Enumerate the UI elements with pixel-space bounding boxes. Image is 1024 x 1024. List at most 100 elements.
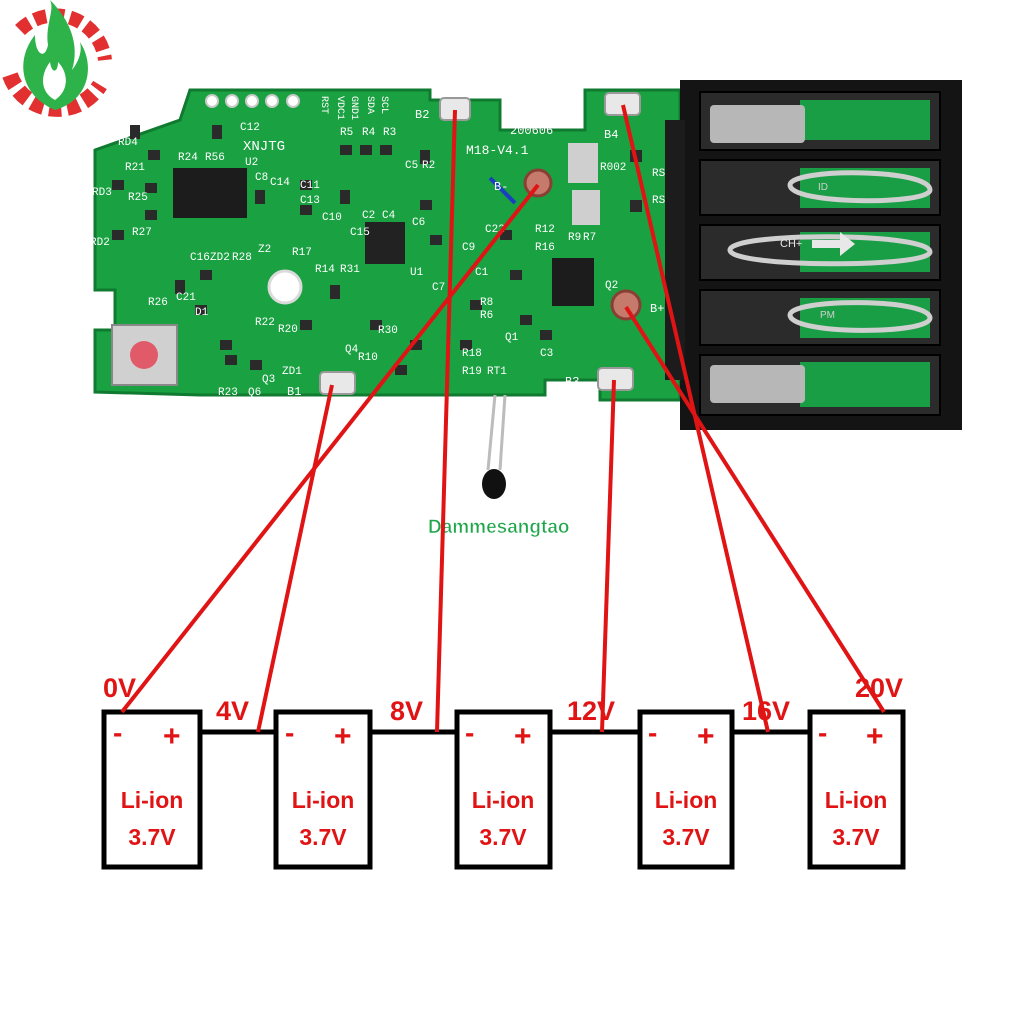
label-r12: R12 xyxy=(535,224,555,236)
node-label-0v: 0V xyxy=(103,673,136,703)
cell-5: - + Li-ion 3.7V xyxy=(807,709,906,870)
label-r13: R13 xyxy=(100,132,120,144)
label-c1: C1 xyxy=(475,267,489,279)
label-c9: C9 xyxy=(462,242,475,254)
label-r002: R002 xyxy=(600,162,626,174)
node-label-16v: 16V xyxy=(742,696,790,726)
node-label-12v: 12V xyxy=(567,696,615,726)
label-r28: R28 xyxy=(232,252,252,264)
thermistor-icon xyxy=(482,394,507,499)
balance-wires xyxy=(120,104,886,733)
label-q3: Q3 xyxy=(262,374,275,386)
label-zd2: ZD2 xyxy=(210,252,230,264)
cell-voltage-label: 3.7V xyxy=(832,824,880,850)
label-c13: C13 xyxy=(300,195,320,207)
label-sw1: SW1 xyxy=(92,304,112,316)
connector-label-ch-plus: CH+ xyxy=(780,238,802,250)
label-r10: R10 xyxy=(358,352,378,364)
label-r2: R2 xyxy=(422,160,435,172)
pad-b1-label: B1 xyxy=(287,385,301,399)
cell-type-label: Li-ion xyxy=(292,787,355,813)
board-model: M18-V4.1 xyxy=(466,143,529,158)
label-r7: R7 xyxy=(583,232,596,244)
watermark-text: Dammesangtao xyxy=(428,517,570,538)
label-rd2: RD2 xyxy=(90,237,110,249)
label-r23: R23 xyxy=(218,387,238,399)
label-c8: C8 xyxy=(255,172,268,184)
label-r5: R5 xyxy=(340,127,353,139)
arrow-icon xyxy=(812,232,855,256)
cell-minus-label: - xyxy=(648,717,657,748)
label-r31: R31 xyxy=(340,264,360,276)
pad-b4 xyxy=(604,92,641,116)
pin-label-rst: RST xyxy=(318,96,329,114)
label-r14: R14 xyxy=(315,264,335,276)
label-q2: Q2 xyxy=(605,280,618,292)
node-label-20v: 20V xyxy=(855,673,903,703)
cell-type-label: Li-ion xyxy=(472,787,535,813)
label-c11: C11 xyxy=(300,180,320,192)
label-r8: R8 xyxy=(480,297,493,309)
cell-voltage-label: 3.7V xyxy=(479,824,527,850)
pad-b-plus-label: B+ xyxy=(650,302,664,316)
cell-minus-label: - xyxy=(465,717,474,748)
label-d1: D1 xyxy=(195,307,209,319)
pad-b-minus-label: B- xyxy=(494,180,508,194)
label-r16: R16 xyxy=(535,242,555,254)
label-rd4: RD4 xyxy=(118,137,138,149)
label-r24: R24 xyxy=(178,152,198,164)
label-c7: C7 xyxy=(432,282,445,294)
label-r19: R19 xyxy=(462,366,482,378)
label-r20: R20 xyxy=(278,324,298,336)
label-r4: R4 xyxy=(362,127,376,139)
label-r56: R56 xyxy=(205,152,225,164)
label-r21: R21 xyxy=(125,162,145,174)
cell-4: - + Li-ion 3.7V xyxy=(637,709,735,870)
connector-label-id: ID xyxy=(818,182,828,193)
label-r27: R27 xyxy=(132,227,152,239)
label-rd3: RD3 xyxy=(92,187,112,199)
label-u1: U1 xyxy=(410,267,424,279)
label-r30: R30 xyxy=(378,325,398,337)
pad-b-minus xyxy=(523,168,553,198)
pad-b1 xyxy=(319,371,356,395)
label-c12: C12 xyxy=(240,122,260,134)
label-rt1: RT1 xyxy=(487,366,507,378)
cell-type-label: Li-ion xyxy=(655,787,718,813)
cell-plus-label: + xyxy=(334,720,352,753)
label-r9: R9 xyxy=(568,232,581,244)
pad-b3-label: B3 xyxy=(565,375,579,389)
cell-voltage-label: 3.7V xyxy=(662,824,710,850)
cell-voltage-label: 3.7V xyxy=(299,824,347,850)
afe-chip xyxy=(365,222,405,264)
board-date: 200606 xyxy=(510,124,553,138)
pin-label-vdc1: VDC1 xyxy=(334,96,345,120)
label-c15: C15 xyxy=(350,227,370,239)
label-z2: Z2 xyxy=(258,244,271,256)
pin-label-gnd1: GND1 xyxy=(348,96,359,120)
label-r22: R22 xyxy=(255,317,275,329)
label-c21: C21 xyxy=(176,292,196,304)
cell-type-label: Li-ion xyxy=(121,787,184,813)
label-c5: C5 xyxy=(405,160,418,172)
pad-b2-label: B2 xyxy=(415,108,429,122)
label-c2: C2 xyxy=(362,210,375,222)
cell-1: - + Li-ion 3.7V xyxy=(101,709,203,870)
mcu-chip xyxy=(173,168,247,218)
flame-gear-logo-icon xyxy=(2,0,112,117)
wire-20v xyxy=(624,305,886,714)
pad-b4-label: B4 xyxy=(604,128,618,142)
label-q1: Q1 xyxy=(505,332,519,344)
wire-0v xyxy=(120,183,540,714)
cell-plus-label: + xyxy=(697,720,715,753)
pin-label-scl: SCL xyxy=(378,96,389,114)
label-c3: C3 xyxy=(540,348,553,360)
label-c10: C10 xyxy=(322,212,342,224)
label-c14: C14 xyxy=(270,177,290,189)
node-label-8v: 8V xyxy=(390,696,423,726)
connector-label-pm: PM xyxy=(820,310,835,321)
cell-minus-label: - xyxy=(285,717,294,748)
cell-type-label: Li-ion xyxy=(825,787,888,813)
cell-plus-label: + xyxy=(163,720,181,753)
pin-label-sda: SDA xyxy=(364,96,375,114)
